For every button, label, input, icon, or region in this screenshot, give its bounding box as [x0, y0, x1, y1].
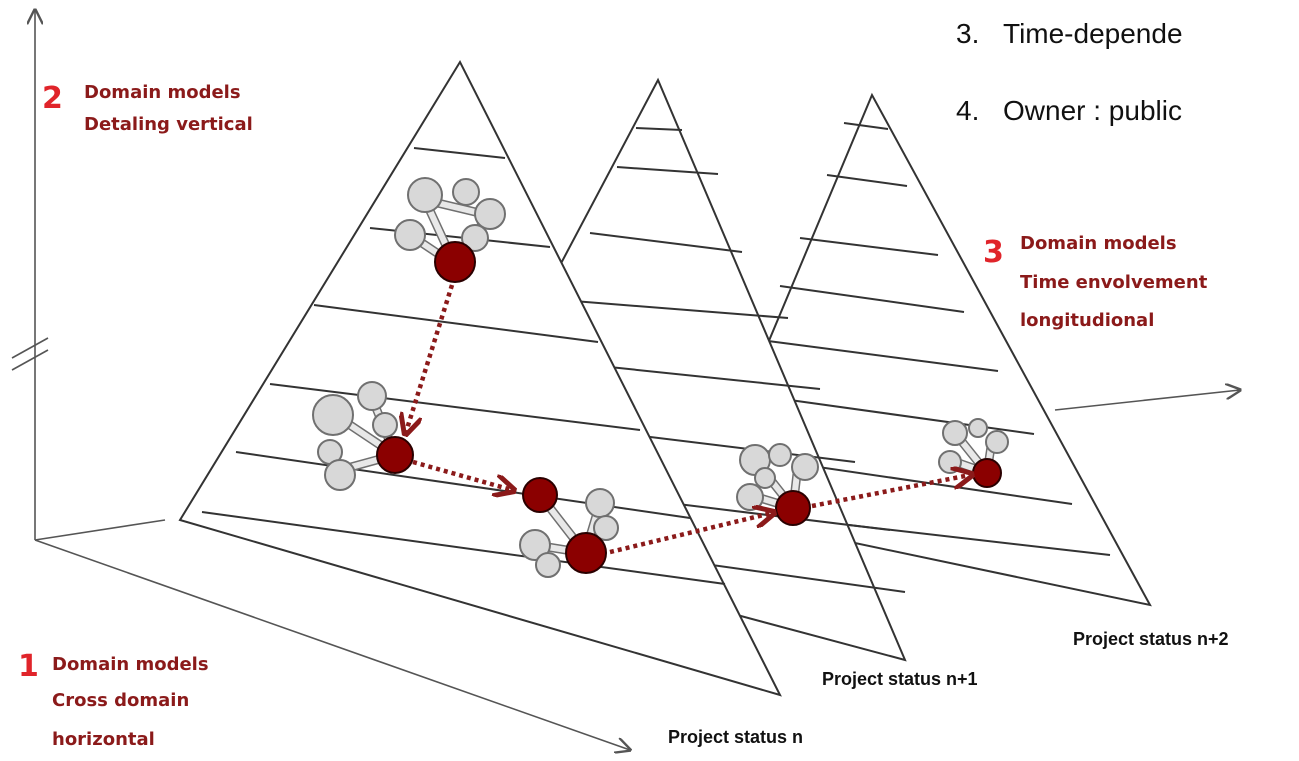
project-status-n1-label: Project status n+1	[822, 669, 978, 689]
time-axis	[1054, 390, 1240, 411]
molecule-lower	[519, 477, 619, 578]
axis-break-mark-1	[11, 337, 49, 359]
label-horizontal: 1 Domain models Cross domain horizontal	[18, 649, 209, 750]
arrow-to-n2	[811, 475, 970, 509]
label-longitudinal-line2: Time envolvement	[1020, 272, 1208, 293]
list-item-4-number: 4.	[956, 95, 979, 126]
label-horizontal-line1: Domain models	[52, 654, 209, 675]
label-horizontal-number: 1	[18, 649, 39, 684]
label-longitudinal: 3 Domain models Time envolvement longitu…	[983, 233, 1208, 331]
axis-break-mark-2	[11, 349, 49, 371]
arrow-to-n1	[609, 513, 772, 555]
list-item-3-text: Time-depende	[1003, 18, 1183, 49]
horizontal-axis	[34, 539, 630, 750]
label-horizontal-line2: Cross domain	[52, 690, 189, 711]
depth-axis	[34, 519, 166, 541]
molecule-top	[394, 177, 506, 283]
molecule-n1	[736, 443, 819, 526]
project-status-n2-label: Project status n+2	[1073, 629, 1229, 649]
arrow-vertical	[406, 284, 455, 432]
label-vertical-number: 2	[42, 81, 63, 116]
svg-text:3. Time-depende: 3. Time-depende	[956, 18, 1183, 49]
label-longitudinal-number: 3	[983, 235, 1004, 270]
label-vertical: 2 Domain models Detaling vertical	[42, 81, 253, 135]
molecule-middle	[312, 381, 414, 491]
arrow-horizontal	[412, 459, 512, 490]
list-item-4-text: Owner : public	[1003, 95, 1182, 126]
label-vertical-line1: Domain models	[84, 82, 241, 103]
label-longitudinal-line3: longitudional	[1020, 310, 1154, 331]
project-status-n-label: Project status n	[668, 727, 803, 747]
label-vertical-line2: Detaling vertical	[84, 114, 253, 135]
label-horizontal-line3: horizontal	[52, 729, 155, 750]
list-item-3-number: 3.	[956, 18, 979, 49]
evolution-arrows	[406, 284, 970, 555]
axes	[11, 10, 1240, 750]
svg-text:4. Owner : public: 4. Owner : public	[956, 95, 1182, 126]
pyramid-project-status-n	[178, 59, 782, 697]
top-right-list: 3. Time-depende 4. Owner : public	[956, 18, 1183, 126]
label-longitudinal-line1: Domain models	[1020, 233, 1177, 254]
